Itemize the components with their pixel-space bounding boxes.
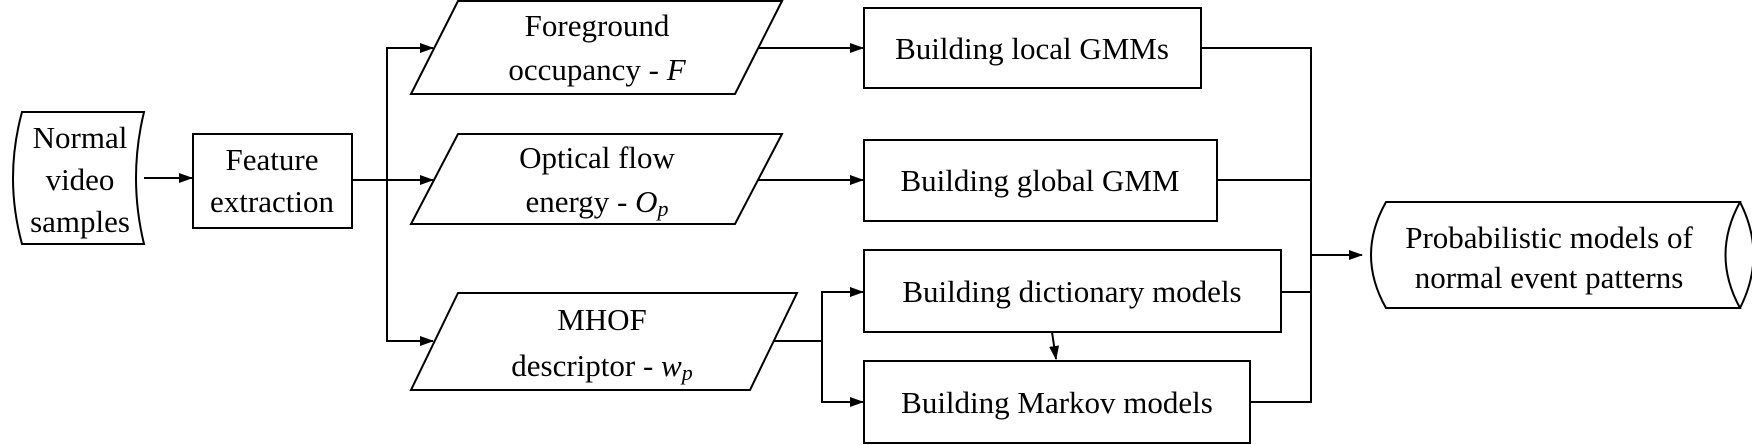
local-gmms-label: Building local GMMs	[895, 31, 1169, 66]
process-box	[863, 249, 1282, 333]
process-box	[863, 360, 1251, 444]
normal-video-line-1: Normal	[33, 120, 128, 155]
feature-extraction-line-2: extraction	[210, 184, 334, 219]
normal-video-line-3: samples	[30, 204, 130, 239]
foreground-line-2: occupancy - F	[508, 52, 686, 87]
feature-extraction-line-1: Feature	[226, 142, 319, 177]
markov-label: Building Markov models	[901, 385, 1213, 420]
arrow-feature-to-mhof	[386, 180, 434, 346]
process-box	[863, 7, 1202, 89]
node-normal-video-samples: Normal video samples	[12, 111, 146, 245]
mhof-subscript: p	[680, 360, 693, 385]
node-building-markov-models: Building Markov models	[863, 360, 1251, 444]
stored-data-end-curve	[1739, 201, 1752, 309]
node-optical-flow-energy: Optical flow energy - Op	[409, 133, 784, 225]
arrow-mhof-to-dictionary	[773, 287, 864, 342]
mhof-symbol: w	[661, 348, 682, 383]
mhof-line-1: MHOF	[557, 302, 647, 337]
stored-data-shape	[12, 111, 146, 245]
node-probabilistic-models: Probabilistic models of normal event pat…	[1370, 201, 1752, 309]
output-line-1: Probabilistic models of	[1405, 220, 1693, 255]
optical-flow-subscript: p	[656, 196, 669, 221]
mhof-line-2: descriptor - wp	[511, 348, 692, 385]
arrow-feature-to-foreground	[352, 43, 434, 181]
node-building-dictionary-models: Building dictionary models	[863, 249, 1282, 333]
node-mhof-descriptor: MHOF descriptor - wp	[409, 292, 799, 391]
process-box	[192, 133, 353, 229]
node-building-global-gmm: Building global GMM	[863, 139, 1218, 222]
node-feature-extraction: Feature extraction	[192, 133, 353, 229]
data-parallelogram	[409, 0, 784, 95]
node-building-local-gmms: Building local GMMs	[863, 7, 1202, 89]
data-parallelogram	[409, 292, 799, 391]
global-gmm-label: Building global GMM	[900, 163, 1179, 198]
line-markov-to-bus	[1250, 255, 1312, 403]
optical-flow-symbol: O	[635, 184, 657, 219]
output-line-2: normal event patterns	[1415, 260, 1684, 295]
data-parallelogram	[409, 133, 784, 225]
arrow-dictionary-to-markov	[1049, 331, 1060, 360]
process-box	[863, 139, 1218, 222]
node-foreground-occupancy: Foreground occupancy - F	[409, 0, 784, 95]
optical-flow-line-2: energy - Op	[526, 184, 669, 221]
connectors	[144, 43, 1363, 407]
normal-video-line-2: video	[46, 162, 115, 197]
optical-flow-line-1: Optical flow	[519, 140, 675, 175]
foreground-symbol: F	[666, 52, 687, 87]
line-local-gmms-to-bus	[1201, 47, 1312, 255]
foreground-line-1: Foreground	[525, 8, 670, 43]
dictionary-label: Building dictionary models	[902, 274, 1241, 309]
arrow-mhof-to-markov	[821, 341, 864, 407]
